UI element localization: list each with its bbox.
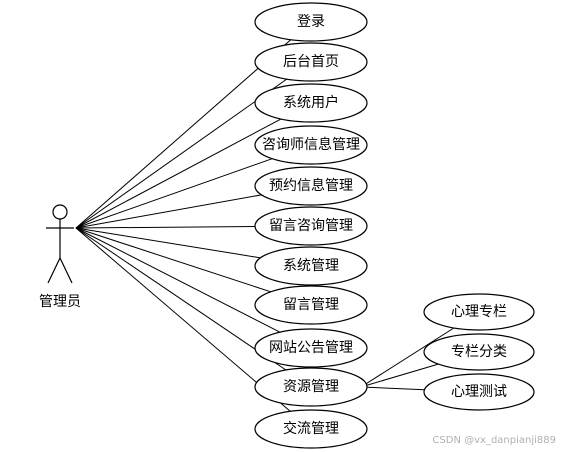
association-line-uc3 bbox=[75, 118, 282, 229]
use-case-label-uc7: 系统管理 bbox=[283, 258, 339, 274]
use-case-uc5 bbox=[254, 166, 368, 206]
use-case-uc9 bbox=[254, 328, 368, 368]
sub-use-case-sub2 bbox=[423, 333, 535, 371]
association-line-uc7 bbox=[75, 227, 261, 259]
association-line-uc10 bbox=[75, 227, 287, 371]
use-case-uc10 bbox=[254, 367, 368, 407]
sub-association-line-sub2 bbox=[360, 363, 439, 388]
use-case-uc6 bbox=[254, 206, 368, 246]
use-case-label-uc1: 登录 bbox=[297, 14, 325, 30]
sub-association-line-sub3 bbox=[360, 386, 425, 391]
association-line-uc5 bbox=[75, 194, 262, 229]
association-line-uc4 bbox=[75, 158, 273, 229]
actor-left-leg bbox=[47, 257, 61, 284]
use-case-uc3 bbox=[254, 83, 368, 123]
use-case-label-uc9: 网站公告管理 bbox=[269, 340, 353, 356]
sub-use-case-sub1 bbox=[423, 293, 535, 331]
use-case-label-uc10: 资源管理 bbox=[283, 379, 339, 395]
actor-head bbox=[52, 204, 68, 220]
association-line-uc6 bbox=[75, 225, 256, 229]
sub-use-case-label-sub1: 心理专栏 bbox=[451, 304, 507, 320]
use-case-label-uc4: 咨询师信息管理 bbox=[262, 136, 360, 153]
use-case-uc2 bbox=[254, 42, 368, 82]
use-case-uc4 bbox=[254, 125, 368, 165]
watermark: CSDN @vx_danpianji889 bbox=[432, 435, 556, 446]
sub-association-line-sub1 bbox=[360, 327, 455, 388]
use-case-label-uc5: 预约信息管理 bbox=[269, 177, 353, 194]
association-line-uc11 bbox=[75, 227, 291, 412]
association-line-uc1 bbox=[75, 39, 292, 229]
association-lines bbox=[75, 39, 455, 412]
use-case-label-uc11: 交流管理 bbox=[283, 420, 339, 437]
association-line-uc2 bbox=[75, 78, 288, 229]
use-case-label-uc8: 留言管理 bbox=[283, 297, 339, 313]
actor-right-leg bbox=[59, 257, 73, 284]
use-case-label-uc2: 后台首页 bbox=[283, 54, 339, 70]
sub-use-case-label-sub2: 专栏分类 bbox=[451, 344, 507, 360]
association-line-uc8 bbox=[75, 227, 271, 293]
use-case-group: 登录后台首页系统用户咨询师信息管理预约信息管理留言咨询管理系统管理留言管理网站公… bbox=[254, 2, 535, 449]
use-case-label-uc6: 留言咨询管理 bbox=[269, 218, 353, 234]
actor-figure bbox=[46, 204, 74, 284]
use-case-label-uc3: 系统用户 bbox=[283, 94, 339, 111]
use-case-uc7 bbox=[254, 246, 368, 286]
association-line-uc9 bbox=[75, 227, 281, 333]
use-case-uc11 bbox=[254, 409, 368, 449]
use-case-uc1 bbox=[254, 2, 368, 42]
actor-label: 管理员 bbox=[39, 294, 81, 310]
sub-use-case-label-sub3: 心理测试 bbox=[451, 384, 507, 400]
sub-use-case-sub3 bbox=[423, 373, 535, 411]
use-case-uc8 bbox=[254, 285, 368, 325]
